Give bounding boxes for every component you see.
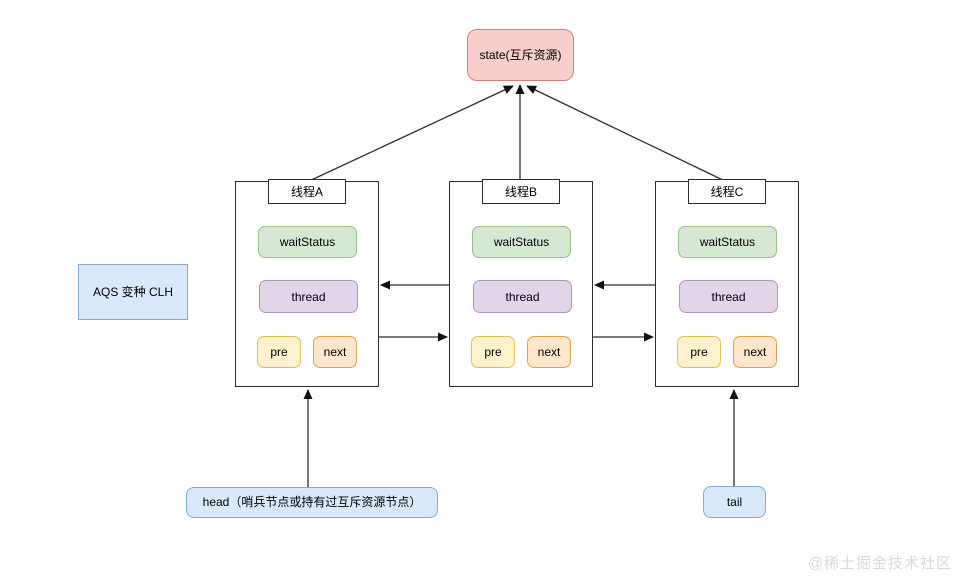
thread-node-b: 线程B waitStatus thread pre next (449, 179, 593, 387)
thread-c-title: 线程C (688, 179, 766, 204)
thread-b-waitstatus-field: waitStatus (472, 226, 571, 258)
thread-a-waitstatus-field: waitStatus (258, 226, 357, 258)
thread-c-thread-field: thread (679, 280, 778, 313)
thread-b-title: 线程B (482, 179, 560, 204)
thread-b-next-field: next (527, 336, 571, 368)
state-resource-label: state(互斥资源) (479, 47, 562, 62)
thread-a-thread-field: thread (259, 280, 358, 313)
aqs-clh-caption: AQS 变种 CLH (78, 264, 188, 320)
edge-thread-c-to-state (526, 85, 728, 183)
thread-a-pre-field: pre (257, 336, 301, 368)
watermark: @稀土掘金技术社区 (807, 555, 952, 572)
thread-c-waitstatus-field: waitStatus (678, 226, 777, 258)
thread-b-thread-field: thread (473, 280, 572, 313)
thread-a-next-field: next (313, 336, 357, 368)
tail-pointer-label: tail (726, 494, 743, 509)
thread-node-a: 线程A waitStatus thread pre next (235, 179, 379, 387)
head-pointer-node: head（哨兵节点或持有过互斥资源节点） (186, 487, 438, 518)
tail-pointer-node: tail (703, 486, 766, 518)
thread-node-c: 线程C waitStatus thread pre next (655, 179, 799, 387)
thread-c-pre-field: pre (677, 336, 721, 368)
state-resource-node: state(互斥资源) (467, 29, 574, 81)
head-pointer-label: head（哨兵节点或持有过互斥资源节点） (202, 495, 422, 510)
edge-thread-a-to-state (306, 85, 514, 183)
thread-c-next-field: next (733, 336, 777, 368)
aqs-clh-caption-label: AQS 变种 CLH (92, 284, 174, 299)
thread-a-title: 线程A (268, 179, 346, 204)
thread-b-pre-field: pre (471, 336, 515, 368)
